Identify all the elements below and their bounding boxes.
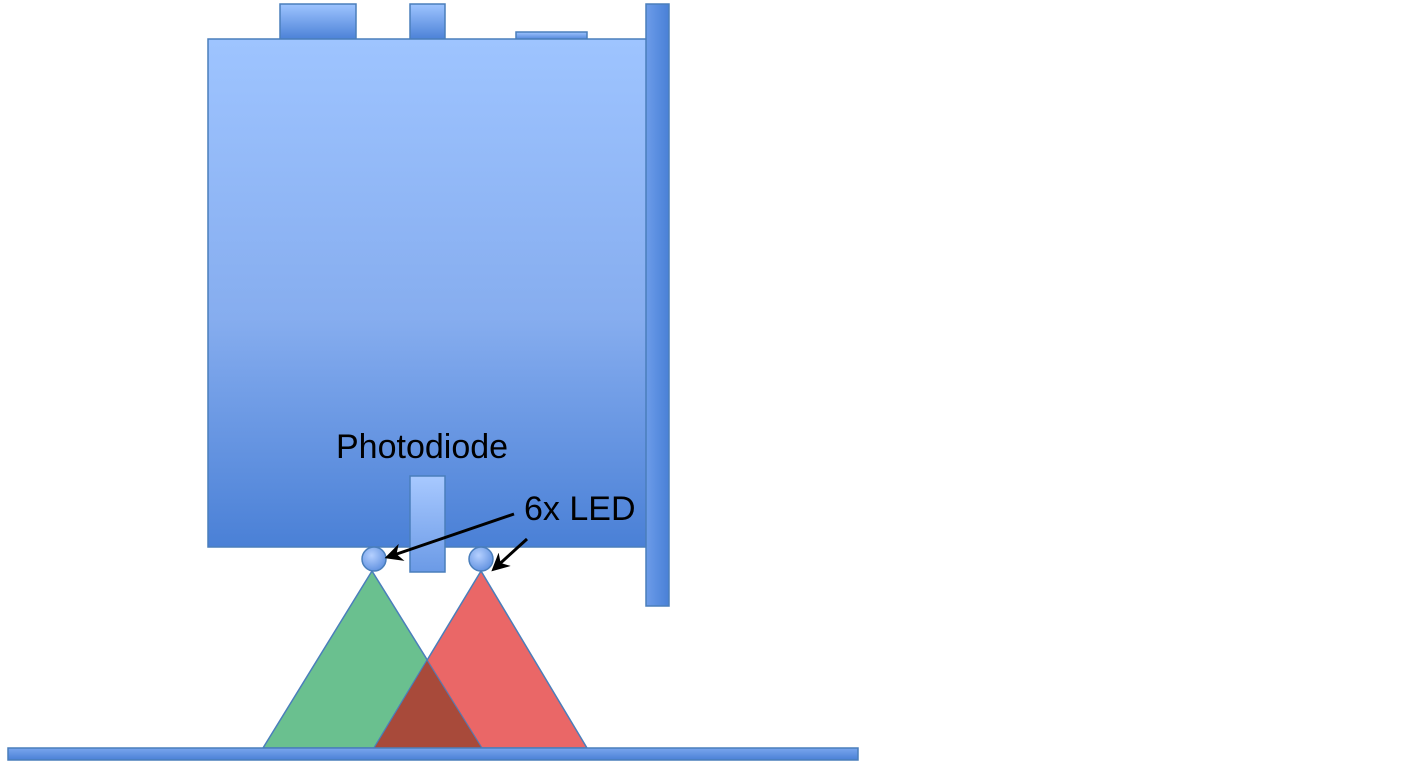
photodiode-label: Photodiode [336,428,508,466]
top-tab-left [279,3,357,41]
arrow-to-left-led [384,512,515,561]
led-label: 6x LED [524,490,636,528]
arrow-to-right-led [491,537,529,572]
base-plate [7,747,859,761]
side-plate [645,3,670,607]
sensor-body [207,38,649,548]
led-circle-icon [361,546,387,572]
led-circle-icon [468,546,494,572]
photodiode [409,475,446,573]
top-tab-middle [409,3,446,41]
